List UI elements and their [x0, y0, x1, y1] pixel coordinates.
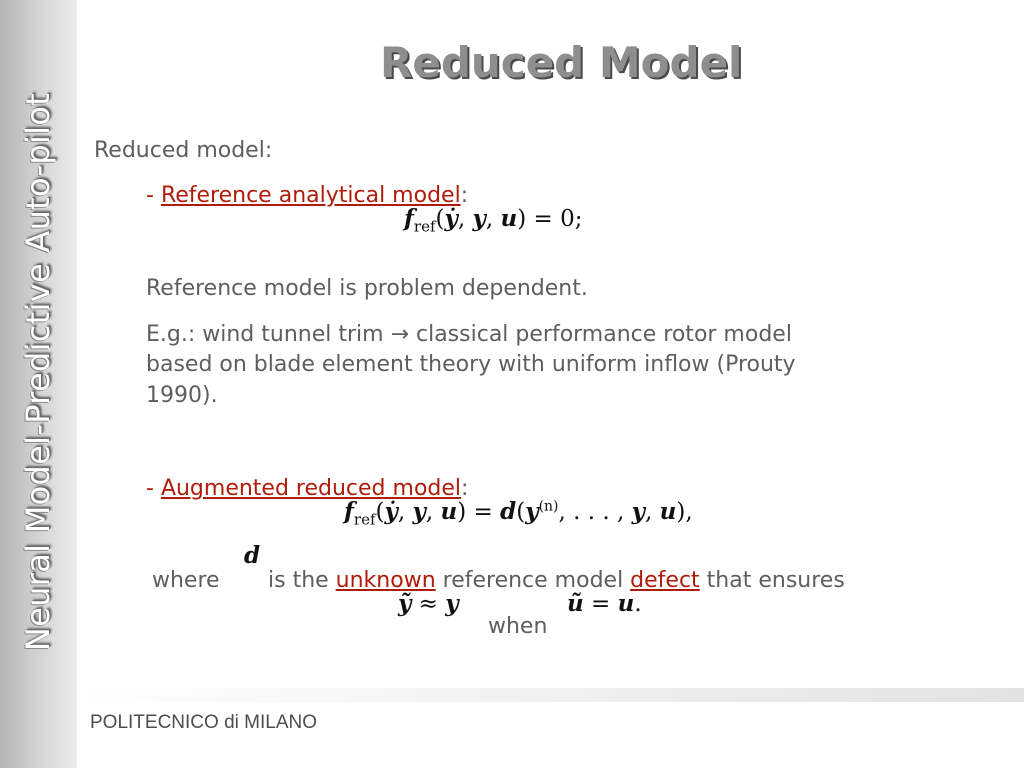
defect-symbol: d — [244, 542, 261, 569]
ensures-text: that ensures — [699, 568, 845, 593]
unknown-word: unknown — [335, 568, 436, 593]
when-text: when — [488, 614, 548, 639]
reference-equation: fref(ẏ, y, u) = 0; — [404, 205, 583, 236]
example-line-1: E.g.: wind tunnel trim → classical perfo… — [146, 322, 792, 347]
bullet-dash: - — [146, 476, 161, 501]
slide-title: Reduced Model — [380, 38, 743, 87]
defect-word: defect — [630, 568, 700, 593]
sidebar-band: Neural Model-Predictive Auto-pilot — [0, 0, 77, 768]
augmented-model-label: Augmented reduced model — [160, 476, 462, 501]
is-the-text: is the — [268, 568, 336, 593]
sidebar-title: Neural Model-Predictive Auto-pilot — [19, 92, 57, 652]
colon: : — [460, 183, 469, 208]
colon: : — [461, 476, 469, 501]
dependent-text: Reference model is problem dependent. — [146, 276, 588, 301]
reference-model-label: Reference analytical model — [160, 183, 461, 208]
footer-institution: POLITECNICO di MILANO — [90, 712, 317, 733]
approx-equation: ỹ ≈ y — [398, 590, 459, 617]
reference-model-text: reference model — [435, 568, 631, 593]
defect-sentence: is the unknown reference model defect th… — [268, 568, 845, 593]
augmented-model-heading: - Augmented reduced model: — [146, 476, 468, 501]
input-equation: ũ = u. — [567, 590, 642, 617]
footer-band — [77, 688, 1024, 702]
where-text: where — [152, 568, 220, 593]
bullet-dash: - — [146, 183, 161, 208]
example-line-3: 1990). — [146, 383, 218, 408]
reference-model-heading: - Reference analytical model: — [146, 183, 468, 208]
augmented-equation: fref(ẏ, y, u) = d(y(n), . . . , y, u), — [344, 498, 693, 529]
intro-text: Reduced model: — [94, 138, 273, 163]
example-line-2: based on blade element theory with unifo… — [146, 352, 796, 377]
